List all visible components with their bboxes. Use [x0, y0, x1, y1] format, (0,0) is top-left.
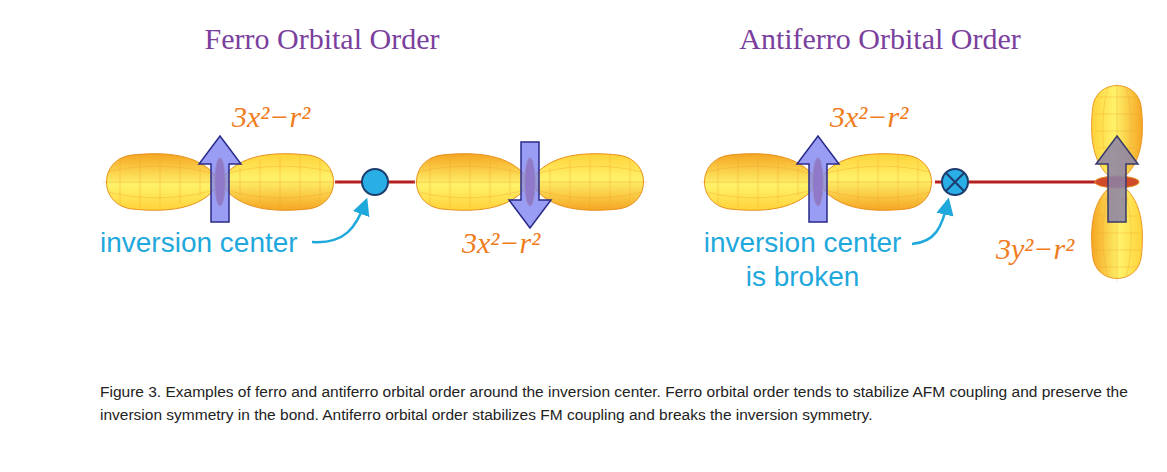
figure-caption: Figure 3. Examples of ferro and antiferr… [100, 380, 1135, 427]
inversion-label: inversion center [100, 226, 298, 260]
orbital-3y2 [1092, 83, 1143, 282]
inversion-center [362, 169, 388, 195]
spacer [405, 206, 452, 248]
broken-inversion-center [942, 169, 968, 195]
orbital-label: 3x²−r² [830, 100, 908, 134]
orbital-label: 3y²−r² [996, 232, 1074, 266]
orbital-3x2 [413, 142, 647, 228]
orbital-3x2 [103, 136, 337, 222]
orbital-label: 3x²−r² [232, 100, 310, 134]
orbital-3x2 [701, 136, 935, 222]
inversion-label: inversion center is broken [695, 226, 910, 293]
orbital-label: 3x²−r² [462, 226, 540, 260]
panel-title: Antiferro Orbital Order [739, 22, 1021, 56]
pointer-arrow [312, 201, 366, 242]
panel-title: Ferro Orbital Order [205, 22, 440, 56]
pointer-arrow [912, 201, 948, 244]
